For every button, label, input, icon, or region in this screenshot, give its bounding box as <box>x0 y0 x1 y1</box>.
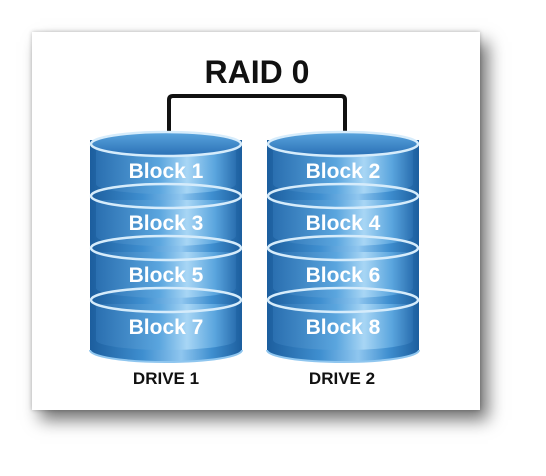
drive-2-cylinder: Block 2 Block 4 Block 6 Block 8 <box>266 130 420 363</box>
block-segment <box>96 304 236 350</box>
cylinder-bottom-rim <box>266 349 420 363</box>
cylinder-bottom-rim <box>89 349 243 363</box>
drive-1-cylinder: Block 1 Block 3 Block 5 Block 7 <box>89 130 243 363</box>
cylinder-top-cap <box>89 130 243 158</box>
block-segment <box>96 200 236 246</box>
cylinder-top-cap <box>266 130 420 158</box>
drive-2-label: DRIVE 2 <box>309 369 375 388</box>
block-label: Block 5 <box>129 264 204 287</box>
block-segment <box>96 252 236 298</box>
drive-1-label: DRIVE 1 <box>133 369 199 388</box>
block-divider <box>89 286 243 314</box>
raid-connector-line <box>167 94 347 140</box>
block-label: Block 6 <box>306 264 381 287</box>
block-divider <box>89 234 243 262</box>
block-divider <box>266 286 420 314</box>
block-label: Block 2 <box>306 160 381 183</box>
block-label: Block 4 <box>306 212 381 235</box>
block-divider <box>266 234 420 262</box>
block-segment <box>273 304 413 350</box>
block-segment <box>273 200 413 246</box>
block-label: Block 7 <box>129 316 204 339</box>
block-label: Block 8 <box>306 316 381 339</box>
block-segment <box>273 148 413 194</box>
block-divider <box>89 182 243 210</box>
block-segment <box>273 252 413 298</box>
block-label: Block 3 <box>129 212 204 235</box>
block-label: Block 1 <box>129 160 204 183</box>
block-divider <box>266 182 420 210</box>
block-segment <box>96 148 236 194</box>
diagram-title: RAID 0 <box>205 54 310 90</box>
